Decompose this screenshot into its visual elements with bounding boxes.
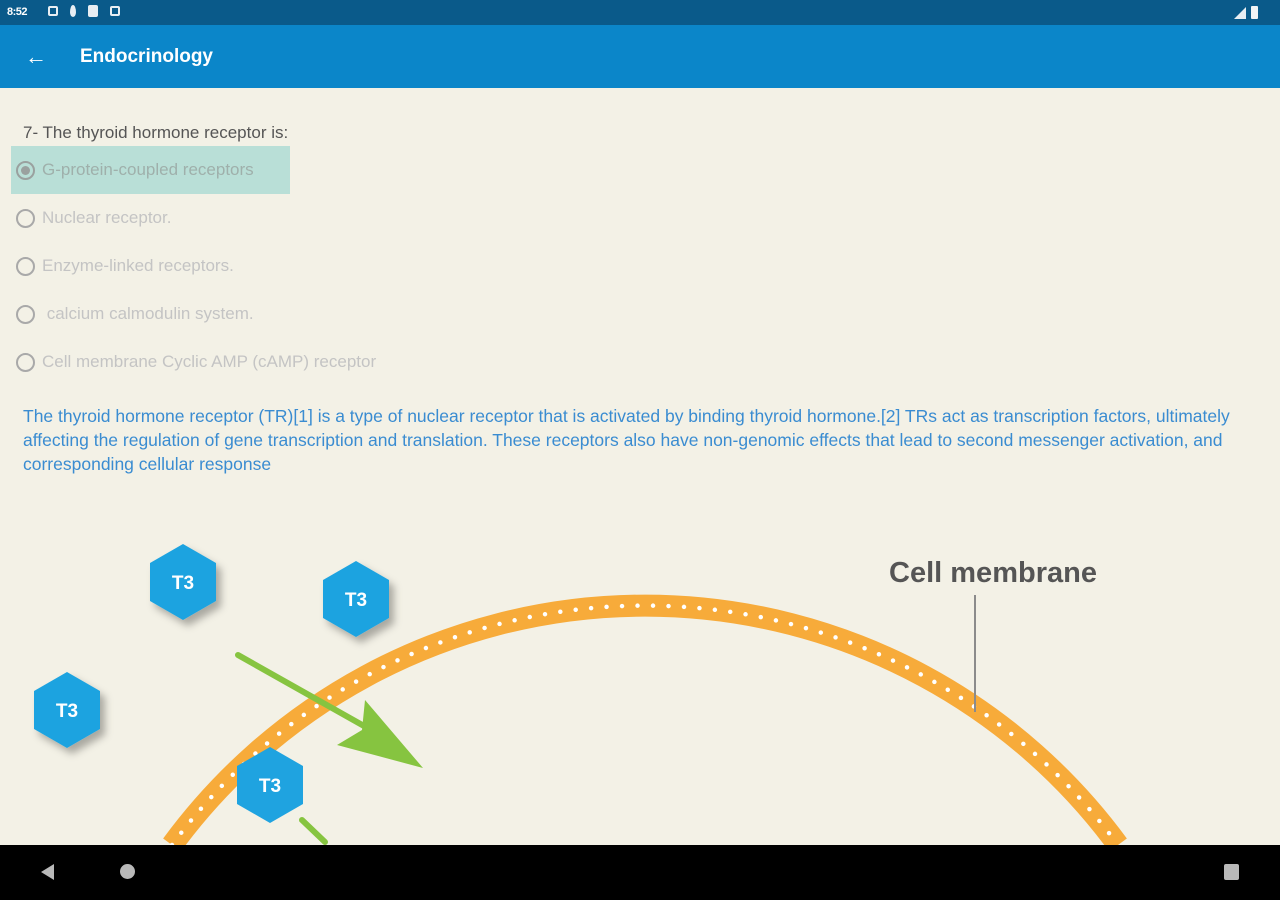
option-label: G-protein-coupled receptors	[42, 160, 254, 179]
nav-recents-icon[interactable]	[1224, 864, 1239, 880]
answer-option[interactable]: Nuclear receptor.	[11, 194, 376, 242]
radio-checked-icon[interactable]	[16, 160, 35, 180]
option-label: Cell membrane Cyclic AMP (cAMP) receptor	[42, 352, 377, 371]
navigation-bar	[0, 845, 1280, 900]
green-arrow	[235, 652, 423, 768]
answer-option[interactable]: Enzyme-linked receptors.	[11, 242, 376, 290]
status-icons-left	[48, 5, 120, 17]
signal-icon	[1234, 6, 1246, 19]
t3-label: T3	[345, 590, 367, 611]
t3-hormone: T3	[323, 561, 389, 637]
t3-hormone: T3	[150, 544, 216, 620]
radio-unchecked-icon[interactable]	[16, 304, 35, 324]
t3-label: T3	[56, 701, 78, 722]
nav-home-icon[interactable]	[120, 864, 135, 879]
status-time: 8:52	[7, 6, 28, 18]
membrane-label: Cell membrane	[889, 557, 1097, 589]
t3-hormone: T3	[34, 672, 100, 748]
radio-unchecked-icon[interactable]	[16, 208, 35, 228]
answer-option[interactable]: G-protein-coupled receptors	[11, 146, 290, 194]
t3-label: T3	[259, 776, 281, 797]
fire-icon	[70, 5, 76, 17]
vpn-icon	[110, 6, 120, 16]
explanation-text: The thyroid hormone receptor (TR)[1] is …	[23, 406, 1230, 474]
option-label: Nuclear receptor.	[42, 208, 172, 227]
t3-label: T3	[172, 573, 194, 594]
sd-card-icon	[88, 5, 98, 17]
status-icons-right	[1234, 6, 1258, 19]
back-button[interactable]: ←	[18, 39, 54, 75]
answer-option[interactable]: calcium calmodulin system.	[11, 290, 376, 338]
option-label: calcium calmodulin system.	[42, 304, 254, 323]
option-label: Enzyme-linked receptors.	[42, 256, 234, 275]
nav-back-icon[interactable]	[41, 864, 54, 880]
radio-unchecked-icon[interactable]	[16, 256, 35, 276]
thyroid-receptor-diagram: Cell membrane T3 T3 T3 T3	[34, 544, 1127, 845]
cell-membrane-dots	[169, 603, 1121, 845]
t3-hormone: T3	[237, 747, 303, 823]
green-arrow-partial	[299, 817, 328, 845]
radio-unchecked-icon[interactable]	[16, 352, 35, 372]
answer-option[interactable]: Cell membrane Cyclic AMP (cAMP) receptor	[11, 338, 376, 386]
notification-icon	[48, 6, 58, 16]
battery-icon	[1251, 6, 1258, 19]
app-bar: ← Endocrinology	[0, 25, 1280, 88]
answer-options: G-protein-coupled receptors Nuclear rece…	[11, 146, 376, 386]
cell-membrane	[163, 594, 1127, 845]
arrow-left-icon: ←	[25, 44, 47, 69]
status-bar: 8:52	[0, 0, 1280, 25]
question-text: 7- The thyroid hormone receptor is:	[23, 123, 289, 142]
page-title: Endocrinology	[80, 46, 213, 67]
